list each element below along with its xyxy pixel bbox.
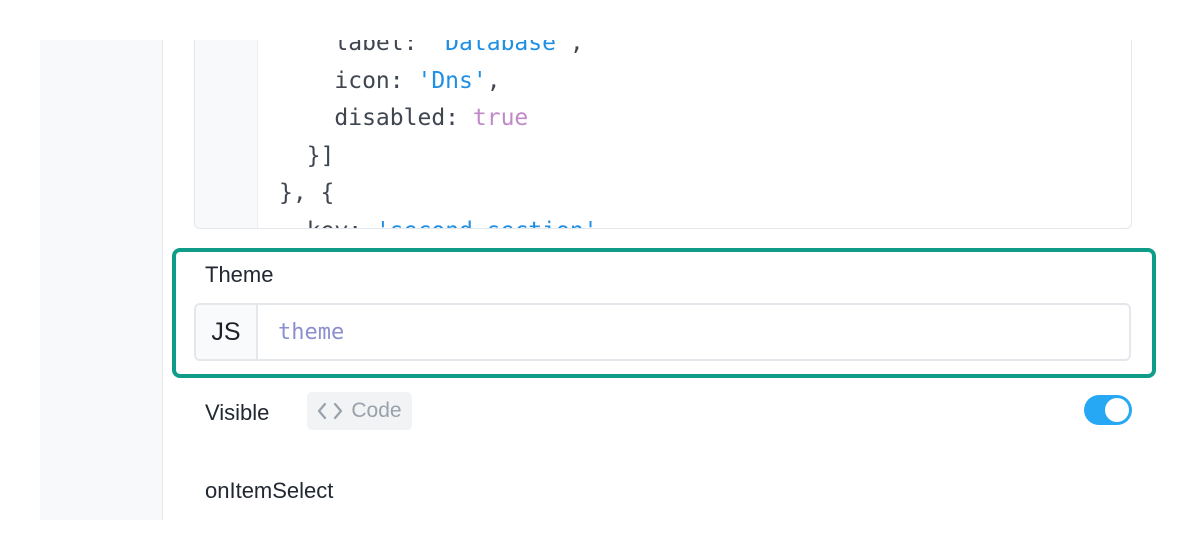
code-line: }] <box>279 138 598 176</box>
visible-toggle[interactable] <box>1084 395 1132 425</box>
code-line: disabled: true <box>279 100 598 138</box>
code-indent <box>279 218 307 229</box>
code-line: }, { <box>279 175 598 213</box>
code-indent <box>279 143 307 169</box>
code-token: icon: <box>334 67 418 94</box>
line-gutter <box>195 40 258 228</box>
code-chip-label: Code <box>351 399 402 422</box>
theme-input[interactable]: JS theme <box>194 303 1131 361</box>
code-token: true <box>472 105 529 131</box>
code-token: 'Dns' <box>417 67 487 94</box>
code-content: label: 'Database', icon: 'Dns', disabled… <box>279 40 598 229</box>
code-line: key: 'second-section' <box>279 213 598 229</box>
code-line: icon: 'Dns', <box>279 63 598 101</box>
code-token: }, { <box>279 180 335 206</box>
theme-value: theme <box>278 319 345 345</box>
code-indent <box>279 40 334 56</box>
code-token: disabled: <box>334 105 473 131</box>
theme-label: Theme <box>205 262 274 287</box>
code-token: label: <box>334 40 432 56</box>
code-indent <box>279 105 334 131</box>
toggle-knob <box>1105 398 1129 422</box>
code-token: 'Database' <box>431 40 570 56</box>
code-toggle-button[interactable]: Code <box>307 392 412 430</box>
left-panel <box>40 40 163 520</box>
visible-label: Visible <box>205 400 270 425</box>
code-editor[interactable]: label: 'Database', icon: 'Dns', disabled… <box>194 40 1132 229</box>
code-indent <box>279 68 334 94</box>
js-prefix: JS <box>196 305 258 359</box>
code-brackets-icon <box>317 402 343 420</box>
code-token: , <box>569 40 584 56</box>
code-line: label: 'Database', <box>279 40 598 63</box>
code-token: , <box>486 67 501 94</box>
code-token: 'second-section' <box>376 218 598 229</box>
on-item-select-label: onItemSelect <box>205 478 334 503</box>
theme-field-highlight <box>172 248 1156 378</box>
code-token: }] <box>306 142 335 169</box>
code-token: key: <box>307 218 376 229</box>
